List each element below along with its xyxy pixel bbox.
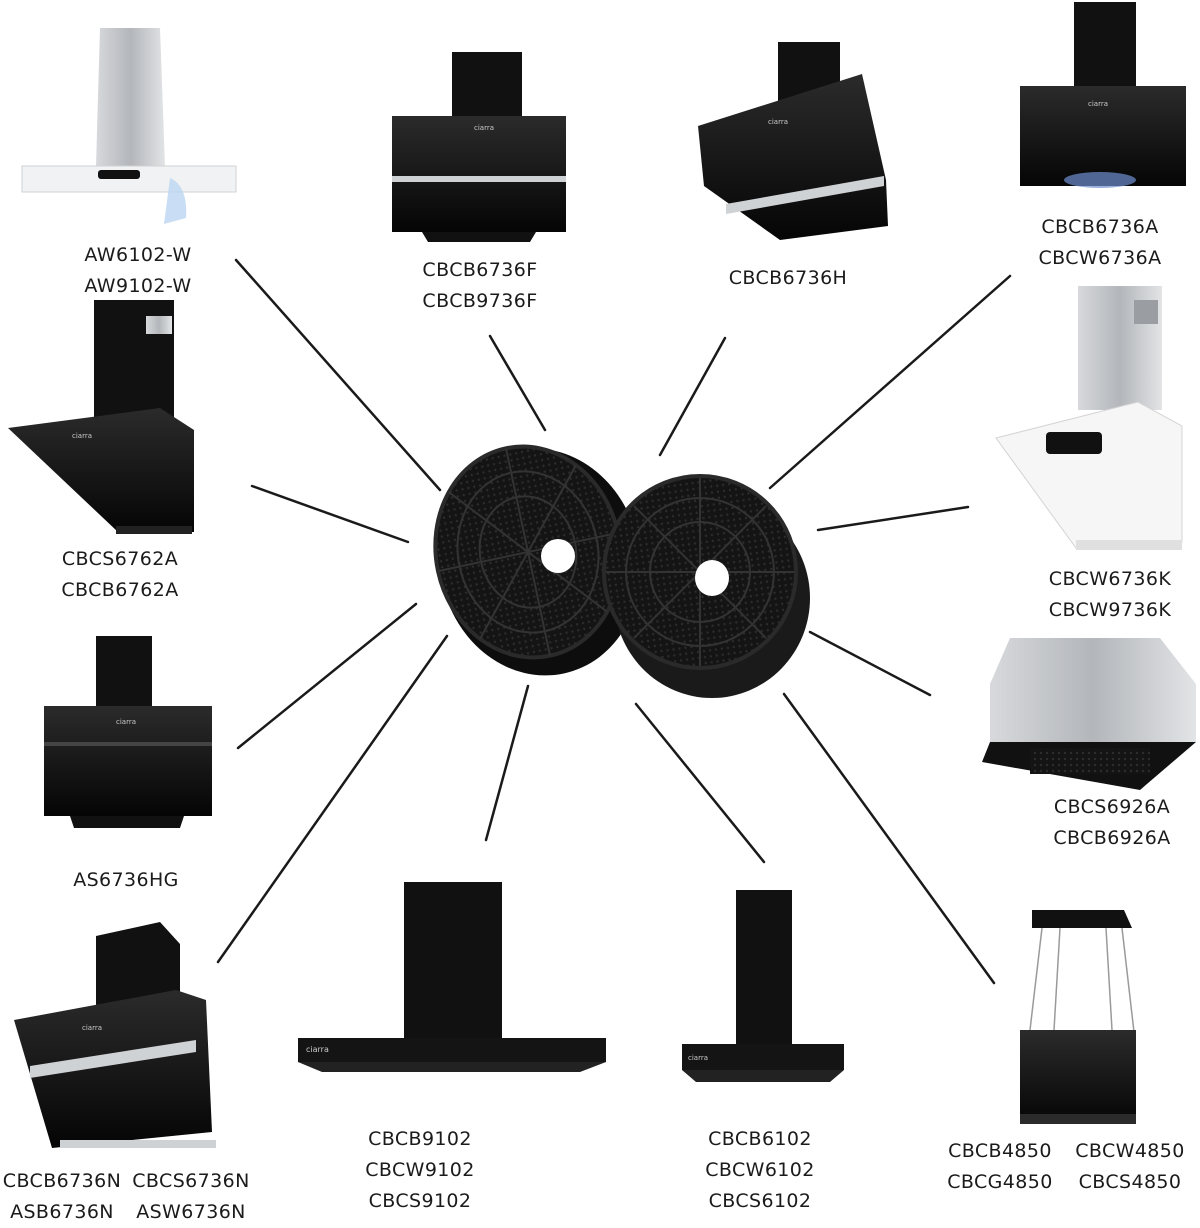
label-cbcb9102: CBCB9102 CBCW9102 CBCS9102 (365, 1128, 475, 1212)
hood-cbcs6926a-image (982, 638, 1196, 790)
connector-lines (216, 258, 1012, 985)
connector-aw6102 (234, 258, 442, 492)
label-cbcb6102: CBCB6102 CBCW6102 CBCS6102 (705, 1128, 815, 1212)
svg-text:ciarra: ciarra (768, 118, 788, 126)
label-cbcb4850-left: CBCB4850 CBCG4850 (947, 1140, 1053, 1193)
connector-cbcs6926a (808, 630, 932, 697)
label-cbcb4850-right: CBCW4850 CBCS4850 (1075, 1140, 1185, 1193)
label-as6736hg: AS6736HG (73, 869, 179, 891)
hood-as6736hg-image: ciarra (44, 636, 212, 828)
label-aw6102: AW6102-W AW9102-W (84, 244, 192, 297)
svg-text:ciarra: ciarra (116, 718, 136, 726)
svg-text:ciarra: ciarra (82, 1024, 102, 1032)
label-cbcb6736n-left: CBCB6736N ASB6736N (2, 1170, 122, 1223)
svg-text:ciarra: ciarra (688, 1054, 708, 1062)
hood-cbcs6762a-image: ciarra (8, 300, 194, 534)
connector-cbcw6736k (816, 505, 970, 532)
label-cbcb6736h: CBCB6736H (728, 267, 848, 289)
hood-cbcb6736a-image: ciarra (1020, 2, 1186, 188)
hood-cbcw6736k-image (995, 286, 1183, 550)
hood-cbcb6736h-image: ciarra (698, 42, 888, 240)
label-cbcb6736f: CBCB6736F CBCB9736F (422, 259, 538, 312)
hood-cbcb6736f-image: ciarra (392, 52, 566, 242)
hood-cbcb4850-image (1020, 910, 1136, 1124)
connector-cbcb6736n (216, 634, 449, 964)
svg-text:ciarra: ciarra (1088, 100, 1108, 108)
svg-text:ciarra: ciarra (306, 1045, 329, 1054)
carbon-filter-pair-image (433, 444, 810, 698)
connector-cbcs6762a (250, 484, 410, 544)
svg-text:ciarra: ciarra (474, 124, 494, 132)
connector-cbcb9102 (484, 684, 530, 842)
connector-cbcb6102 (634, 702, 766, 864)
connector-cbcb6736a (768, 274, 1012, 490)
label-cbcb6736a: CBCB6736A CBCW6736A (1038, 216, 1162, 269)
connector-cbcb6736h (658, 336, 727, 457)
label-cbcb6736n-right: CBCS6736N ASW6736N (132, 1170, 250, 1223)
hood-aw6102-image (21, 28, 237, 224)
hood-cbcb9102-image: ciarra (298, 882, 606, 1072)
label-cbcs6926a: CBCS6926A CBCB6926A (1053, 796, 1171, 849)
connector-as6736hg (236, 602, 418, 750)
label-cbcw6736k: CBCW6736K CBCW9736K (1048, 568, 1172, 621)
connector-cbcb6736f (488, 334, 547, 432)
connector-cbcb4850 (782, 692, 996, 985)
label-cbcs6762a: CBCS6762A CBCB6762A (61, 548, 179, 601)
hood-cbcb6736n-image: ciarra (14, 922, 216, 1148)
svg-text:ciarra: ciarra (72, 432, 92, 440)
hood-cbcb6102-image: ciarra (682, 890, 844, 1082)
